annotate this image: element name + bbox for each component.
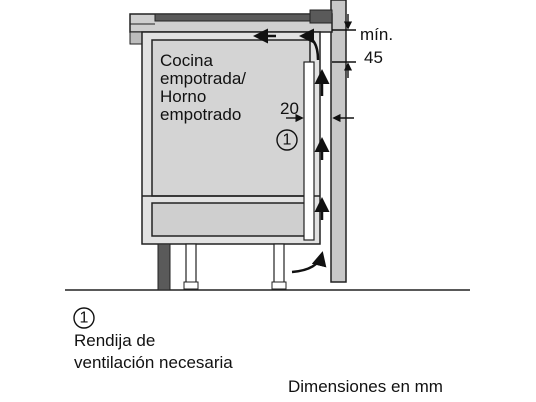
- clearance-label-value: 45: [364, 48, 383, 67]
- appliance-label-line: empotrada/: [160, 69, 246, 88]
- ventilation-marker-number: 1: [283, 132, 292, 149]
- clearance-dimension: [332, 14, 356, 78]
- plinth-and-legs: [157, 243, 287, 291]
- legend-text-line: Rendija de: [74, 331, 155, 350]
- clearance-label-text: mín.: [360, 25, 393, 44]
- drawer: [151, 202, 311, 237]
- appliance-label-line: Cocina: [160, 51, 213, 70]
- airflow-arrow-curve-top: [299, 28, 320, 61]
- clearance-label: mín. 45: [360, 25, 398, 67]
- appliance-label: Cocina empotrada/ Horno empotrado: [160, 51, 251, 124]
- worktop: [129, 9, 333, 45]
- rear-panel: [303, 61, 315, 241]
- appliance-panel: [151, 39, 311, 197]
- appliance-label-line: empotrado: [160, 105, 241, 124]
- units-note: Dimensiones en mm: [288, 377, 443, 396]
- legend-marker-number: 1: [80, 310, 89, 327]
- wall: [330, 0, 347, 283]
- airflow-arrows: [253, 28, 330, 274]
- cabinet: [141, 31, 321, 245]
- legend-text-line: ventilación necesaria: [74, 353, 233, 372]
- airflow-arrow-curve-bottom: [291, 251, 327, 274]
- legend-text: Rendija de ventilación necesaria: [74, 331, 233, 372]
- legend: 1 Rendija de ventilación necesaria: [73, 307, 233, 372]
- ventilation-marker: 1: [276, 129, 298, 151]
- gap-label: 20: [280, 99, 299, 118]
- appliance-label-line: Horno: [160, 87, 206, 106]
